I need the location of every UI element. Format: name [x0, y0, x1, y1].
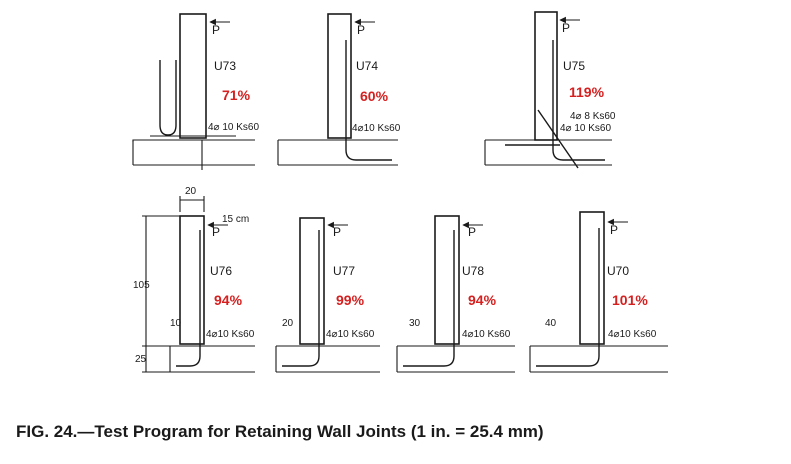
specimen-u78: 30 P U78 94% 4⌀10 Ks60	[396, 215, 515, 373]
load-offset-dim: 15 cm	[222, 214, 249, 225]
l-bar	[536, 228, 600, 367]
wall-outline	[434, 215, 460, 345]
specimen-u73: P U73 71% 4⌀ 10 Ks60	[132, 13, 259, 170]
l-bar	[345, 40, 392, 161]
load-label: P	[212, 225, 220, 239]
heel-dim: 30	[409, 318, 421, 329]
load-label: P	[562, 21, 570, 35]
specimen-u74: P U74 60% 4⌀10 Ks60	[277, 13, 401, 166]
rebar-label: 4⌀10 Ks60	[326, 329, 375, 340]
specimen-label: U73	[214, 59, 236, 73]
load-label: P	[468, 225, 476, 239]
l-bar	[552, 40, 605, 161]
specimen-label: U75	[563, 59, 585, 73]
diagonal-bar	[537, 109, 579, 169]
specimen-label: U77	[333, 264, 355, 278]
slab-thickness-dim: 25	[135, 354, 147, 365]
rebar-label: 4⌀10 Ks60	[608, 329, 657, 340]
rebar-label: 4⌀10 Ks60	[352, 123, 401, 134]
rebar-label: 4⌀ 10 Ks60	[560, 123, 611, 134]
load-label: P	[333, 225, 341, 239]
l-bar	[282, 230, 320, 367]
heel-dim: 40	[545, 318, 557, 329]
capacity-percent: 94%	[468, 292, 497, 308]
load-label: P	[610, 223, 618, 237]
heel-dim: 10	[170, 318, 182, 329]
capacity-percent: 101%	[612, 292, 648, 308]
rebar-label: 4⌀ 10 Ks60	[208, 122, 259, 133]
load-label: P	[357, 23, 365, 37]
wall-outline	[327, 13, 352, 139]
capacity-percent: 94%	[214, 292, 243, 308]
wall-height-dim: 105	[133, 280, 150, 291]
u-bar	[159, 60, 177, 136]
load-label: P	[212, 23, 220, 37]
specimen-u70: 40 P U70 101% 4⌀10 Ks60	[529, 211, 668, 373]
rebar-label: 4⌀10 Ks60	[206, 329, 255, 340]
capacity-percent: 60%	[360, 88, 389, 104]
l-bar	[176, 230, 201, 367]
specimen-label: U74	[356, 59, 378, 73]
capacity-percent: 71%	[222, 87, 251, 103]
heel-dim: 20	[282, 318, 294, 329]
wall-outline	[579, 211, 605, 345]
specimen-label: U76	[210, 264, 232, 278]
wall-outline	[179, 13, 207, 139]
figure-caption: FIG. 24.—Test Program for Retaining Wall…	[16, 422, 544, 441]
specimen-label: U70	[607, 264, 629, 278]
rebar-label-2: 4⌀ 8 Ks60	[570, 111, 616, 122]
wall-outline	[299, 217, 325, 345]
rebar-label: 4⌀10 Ks60	[462, 329, 511, 340]
specimen-u75: P U75 119% 4⌀ 8 Ks60 4⌀ 10 Ks60	[484, 11, 616, 169]
capacity-percent: 119%	[569, 84, 605, 100]
specimen-u77: 20 P U77 99% 4⌀10 Ks60	[275, 217, 380, 373]
wall-outline	[179, 215, 205, 345]
specimen-label: U78	[462, 264, 484, 278]
l-bar	[403, 230, 455, 367]
specimen-u76: 20 105 25 10 15 cm P U76 94% 4⌀10 Ks60	[133, 186, 255, 373]
capacity-percent: 99%	[336, 292, 365, 308]
wall-width-dim: 20	[185, 186, 197, 197]
